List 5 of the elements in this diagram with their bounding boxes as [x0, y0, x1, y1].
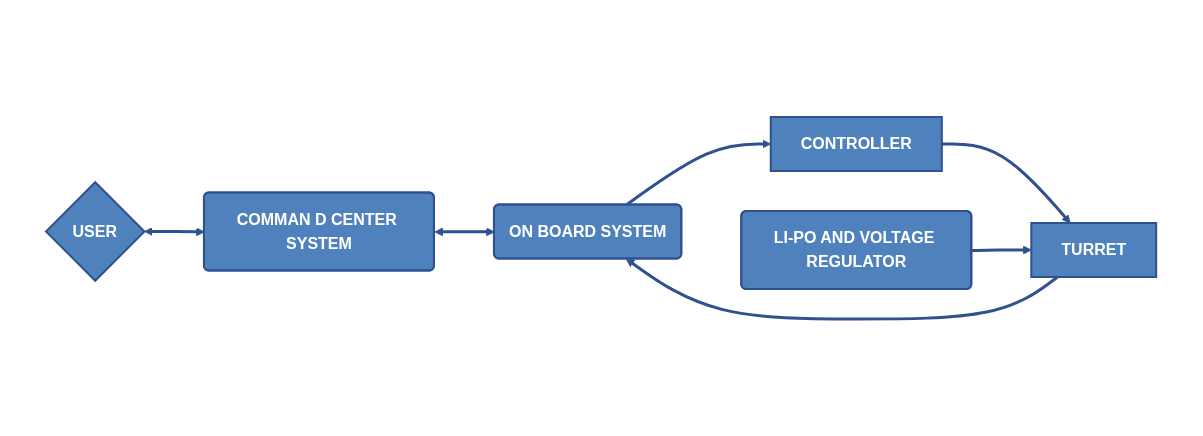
node-box: CONTROLLER: [770, 116, 944, 172]
arrow: [942, 142, 1071, 224]
arrow: [626, 258, 1059, 321]
node-box: TURRET: [1030, 222, 1158, 278]
node-diamond: USER: [45, 180, 147, 283]
